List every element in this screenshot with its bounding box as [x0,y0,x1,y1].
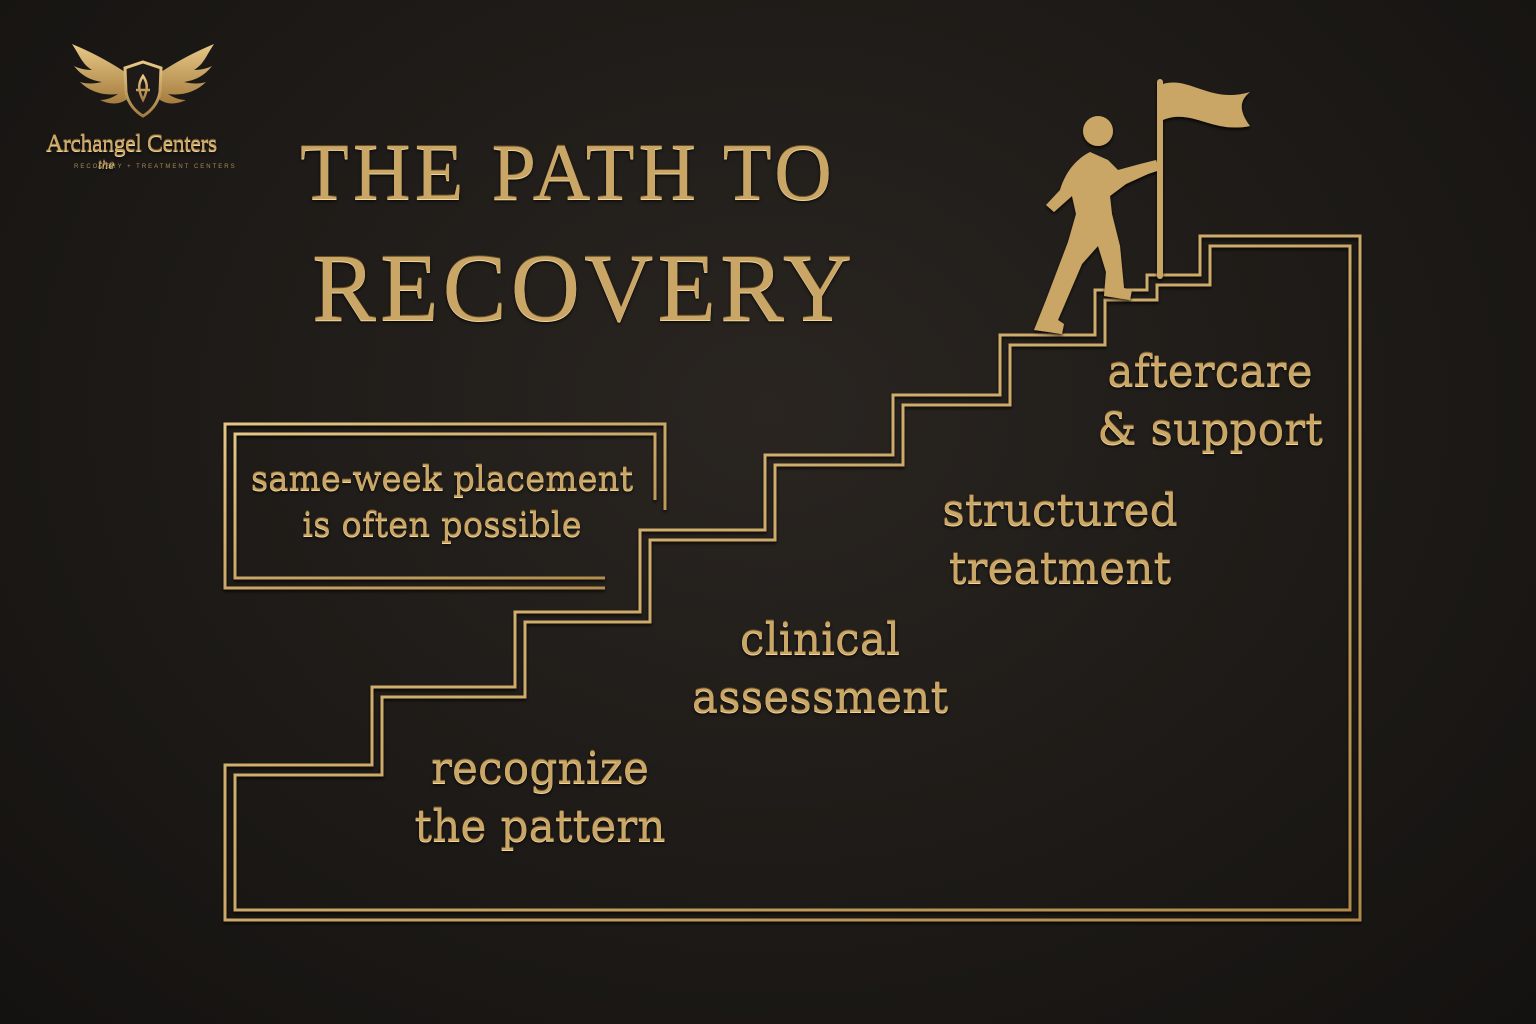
step-label-2: clinical assessment [660,611,980,727]
brand-tagline: RECOVERY + TREATMENT CENTERS [74,164,237,170]
brand-name: Archangel Centers [46,131,217,157]
note-box-text: same-week placement is often possible [232,456,652,548]
note-box-outer [223,422,667,590]
page-title-line2: RECOVERY [312,234,857,341]
step-label-1: recognize the pattern [380,740,700,856]
step-3-line2: treatment [948,543,1172,594]
step-1-line1: recognize [430,743,649,794]
climbing-person-with-flag-icon [1034,79,1250,334]
winged-shield-icon [72,44,214,118]
brand-prefix: the [98,160,115,171]
page-title-line1: THE PATH TO [300,129,836,217]
staircase-outline-outer [223,234,1362,922]
staircase-outline-inner [233,244,1352,912]
note-line2: is often possible [302,505,582,545]
step-2-line1: clinical [739,614,901,665]
step-2-line2: assessment [691,672,949,723]
step-3-line1: structured [942,485,1178,536]
step-4-line2: & support [1097,404,1323,455]
brand-logo: the [40,34,240,184]
step-1-line2: the pattern [414,801,666,852]
step-label-3: structured treatment [900,482,1220,598]
note-line1: same-week placement [250,459,634,499]
step-label-4: aftercare & support [1055,343,1365,459]
note-box-inner [233,432,657,580]
step-4-line1: aftercare [1107,346,1313,397]
